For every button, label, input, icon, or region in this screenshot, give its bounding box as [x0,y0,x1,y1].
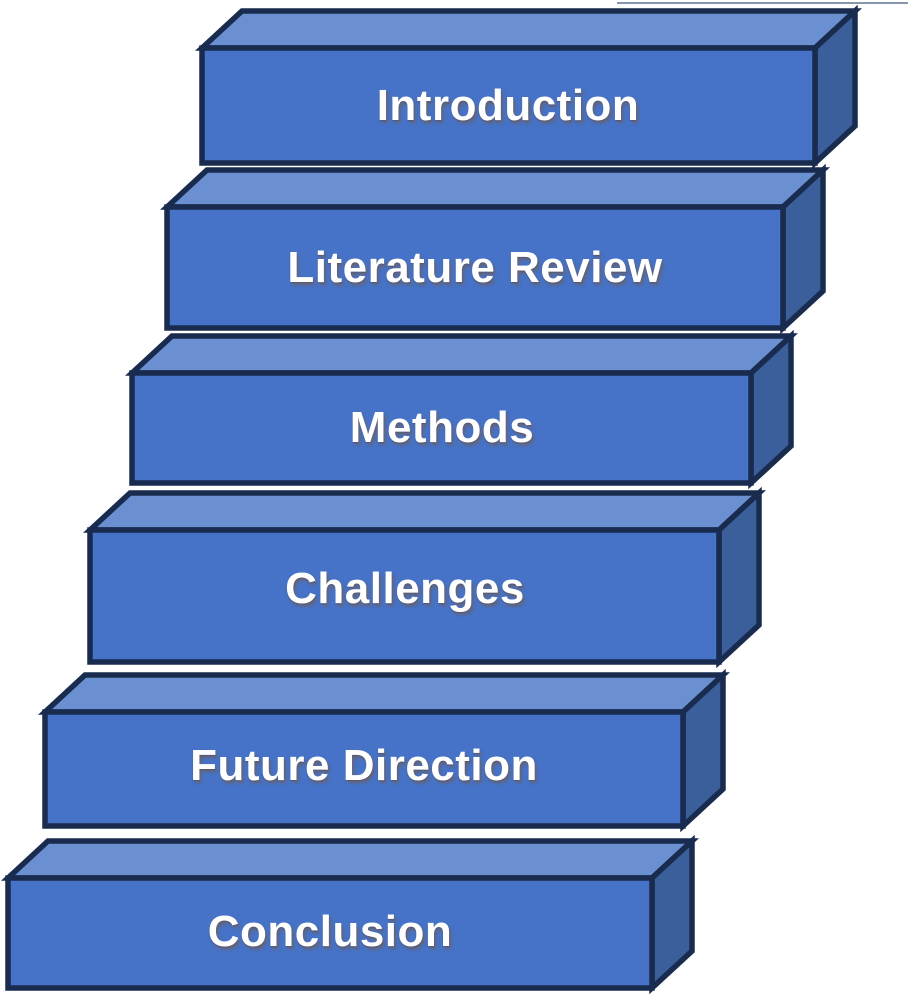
step-introduction-front-face [199,45,818,166]
step-label-future-direction: Future Direction [190,741,538,790]
step-conclusion-top-face [0,838,700,881]
step-label-conclusion: Conclusion [207,907,453,956]
step-block-methods [124,329,799,490]
step-challenges-front-face [87,527,722,665]
step-literature-review-top-face [159,167,831,210]
top-divider-line [617,2,908,4]
step-future-direction-top-face [37,672,731,715]
step-future-direction-front-face [42,709,686,829]
step-methods-top-face [124,333,799,376]
step-label-introduction: Introduction [376,81,640,130]
step-block-conclusion [0,834,700,995]
step-introduction-top-face [194,8,863,51]
step-label-challenges: Challenges [285,564,525,613]
step-methods-front-face [129,370,754,486]
step-label-literature-review: Literature Review [287,243,663,292]
step-block-future-direction [37,668,731,833]
step-block-challenges [82,486,767,669]
step-challenges-top-face [82,490,767,533]
step-label-methods: Methods [349,403,535,452]
step-block-introduction [194,4,863,170]
step-conclusion-front-face [5,875,655,991]
step-block-literature-review [159,163,831,335]
step-literature-review-front-face [164,204,786,331]
